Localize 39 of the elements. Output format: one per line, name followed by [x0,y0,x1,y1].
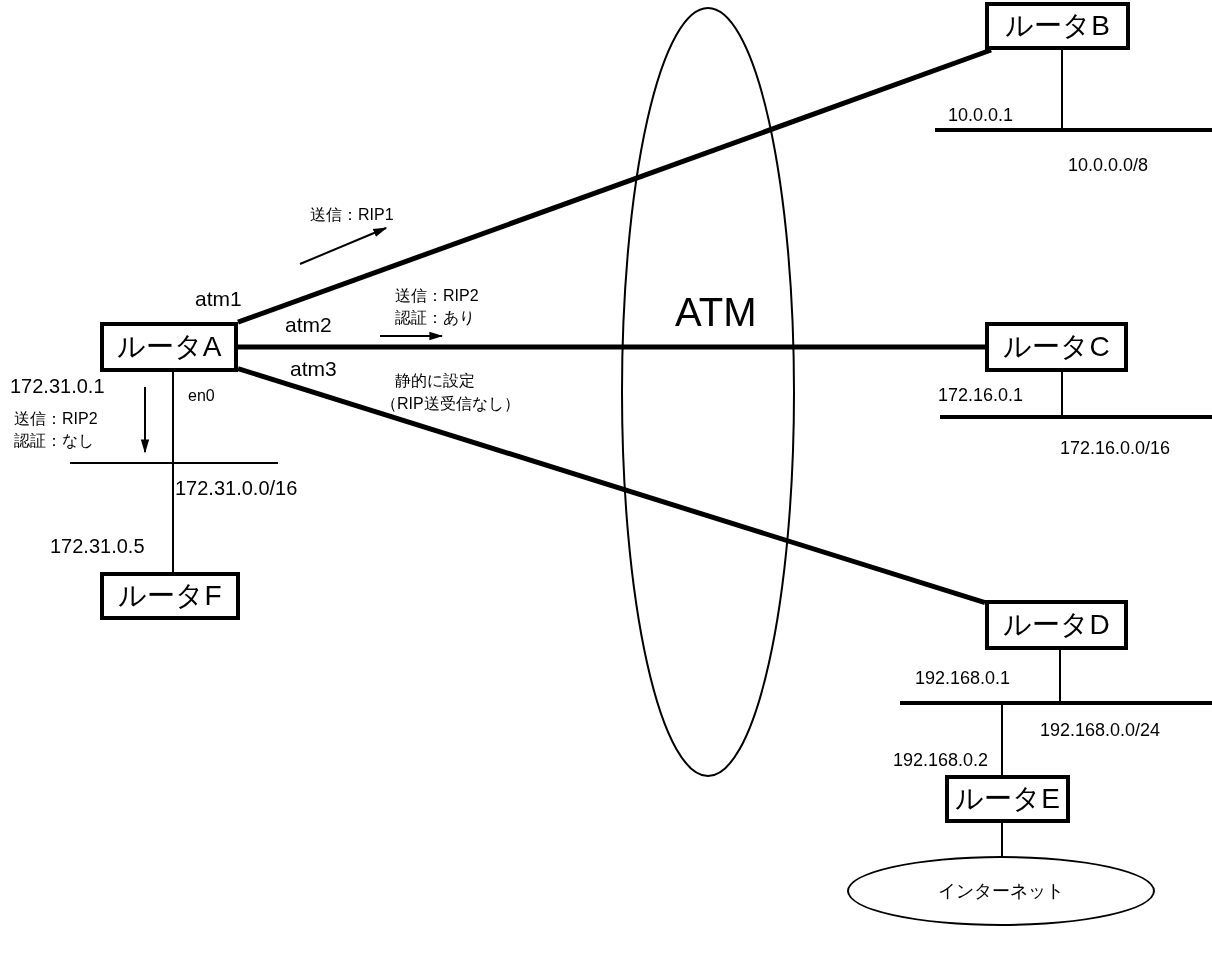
address-label: 172.31.0.5 [50,536,145,556]
network-address: 172.31.0.0/16 [175,478,298,498]
router-box: ルータD [985,600,1128,650]
interface-label: en0 [188,388,215,404]
routing-note: 静的に設定 [395,373,475,389]
connection-line [172,371,174,463]
connection-line [172,463,174,573]
routing-note: 認証：あり [395,310,475,326]
router-box: ルータB [985,2,1130,50]
connection-line [1001,704,1003,776]
connection-line [237,366,986,605]
network-line [70,462,278,464]
network-address: 192.168.0.0/24 [1040,721,1161,739]
address-label: 172.16.0.1 [938,386,1024,404]
connection-line [1001,822,1003,857]
address-label: 172.31.0.1 [10,376,105,396]
interface-label: atm1 [195,288,242,309]
connection-line [237,47,992,325]
connection-line [238,344,985,350]
routing-note: （RIP送受信なし） [381,396,520,412]
address-label: 10.0.0.1 [948,106,1014,124]
network-ellipse: インターネット [847,856,1155,926]
address-label: 192.168.0.2 [893,751,989,769]
network-address: 10.0.0.0/8 [1068,156,1149,174]
address-label: 192.168.0.1 [915,669,1011,687]
connection-line [1059,649,1061,702]
routing-note: 送信：RIP1 [310,207,394,223]
interface-label: atm2 [285,314,332,335]
router-box: ルータE [945,775,1070,823]
network-name: ATM [675,292,757,332]
interface-label: atm3 [290,358,337,379]
routing-note: 送信：RIP2 [395,288,479,304]
routing-note: 送信：RIP2 [14,411,98,427]
network-address: 172.16.0.0/16 [1060,439,1171,457]
router-box: ルータA [100,322,238,372]
router-box: ルータC [985,322,1128,372]
router-box: ルータF [100,572,240,620]
connection-line [1061,371,1063,416]
connection-line [1061,49,1063,129]
